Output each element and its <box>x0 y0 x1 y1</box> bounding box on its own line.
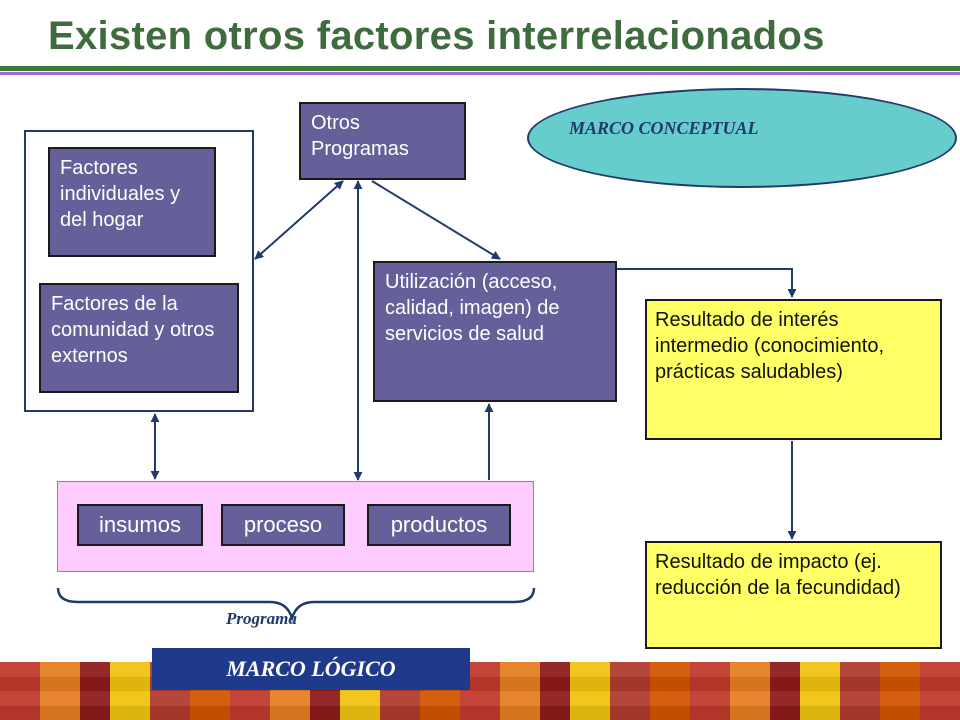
node-factores-comunidad: Factores de la comunidad y otros externo… <box>39 283 239 393</box>
arrow-otros-to-factores <box>254 180 344 260</box>
program-brace <box>56 587 536 623</box>
program-insumos: insumos <box>77 504 203 546</box>
marco-conceptual-ellipse: MARCO CONCEPTUAL <box>527 88 957 188</box>
title-rule-purple <box>0 72 960 75</box>
slide-title: Existen otros factores interrelacionados <box>48 14 825 58</box>
arrow-utilizacion-to-intermedio <box>617 268 797 298</box>
node-resultado-intermedio: Resultado de interés intermedio (conocim… <box>645 299 942 440</box>
title-rule-green <box>0 66 960 71</box>
marco-conceptual-label: MARCO CONCEPTUAL <box>569 118 759 138</box>
arrow-otros-to-utilizacion <box>371 180 501 260</box>
node-resultado-impacto: Resultado de impacto (ej. reducción de l… <box>645 541 942 649</box>
program-label: Programa <box>226 609 297 628</box>
program-proceso: proceso <box>221 504 345 546</box>
program-productos: productos <box>367 504 511 546</box>
marco-logico-bar: MARCO LÓGICO <box>152 648 470 690</box>
node-otros-programas: Otros Programas <box>299 102 466 180</box>
node-factores-individuales: Factores individuales y del hogar <box>48 147 216 257</box>
decorative-strip-shade <box>0 662 960 720</box>
node-utilizacion: Utilización (acceso, calidad, imagen) de… <box>373 261 617 402</box>
